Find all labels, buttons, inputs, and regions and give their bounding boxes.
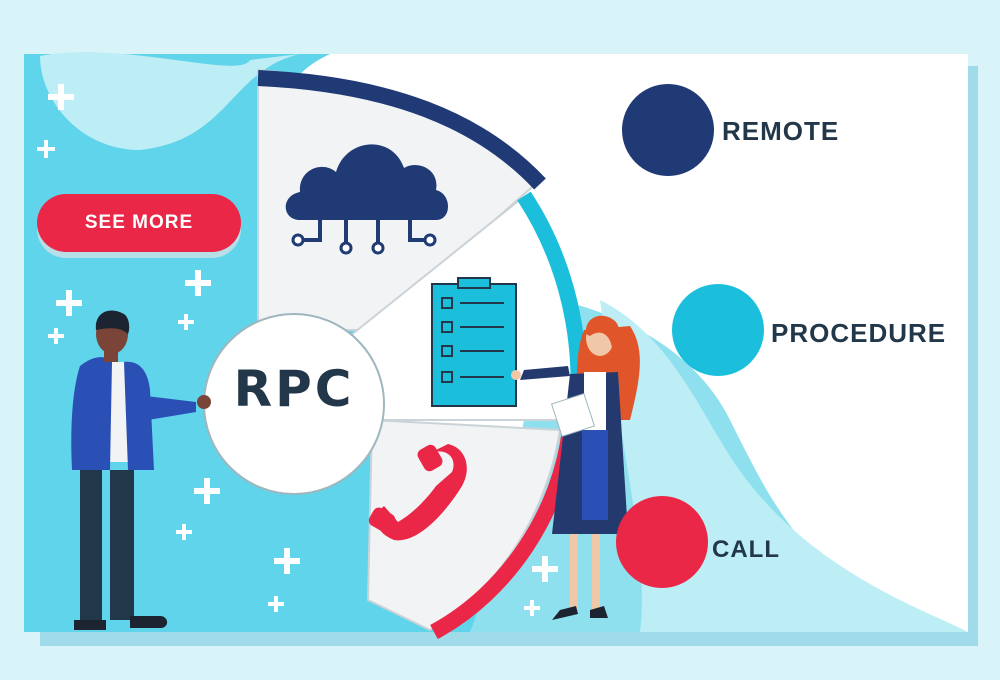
procedure-dot [672, 284, 764, 376]
checklist-icon [431, 277, 517, 407]
term-call: CALL [712, 536, 780, 563]
remote-dot [622, 84, 714, 176]
term-procedure: PROCEDURE [771, 318, 947, 348]
acronym-label: RPC [233, 360, 355, 418]
cloud-network-icon [285, 144, 448, 255]
see-more-button[interactable]: SEE MORE [37, 194, 241, 252]
sparkle-icons [37, 84, 558, 616]
term-remote: REMOTE [722, 116, 840, 146]
arc-remote [257, 70, 546, 190]
background-blob-top [40, 52, 300, 151]
call-dot [616, 496, 708, 588]
man-figure [71, 310, 211, 630]
phone-icon [368, 444, 467, 541]
woman-figure [511, 315, 640, 620]
